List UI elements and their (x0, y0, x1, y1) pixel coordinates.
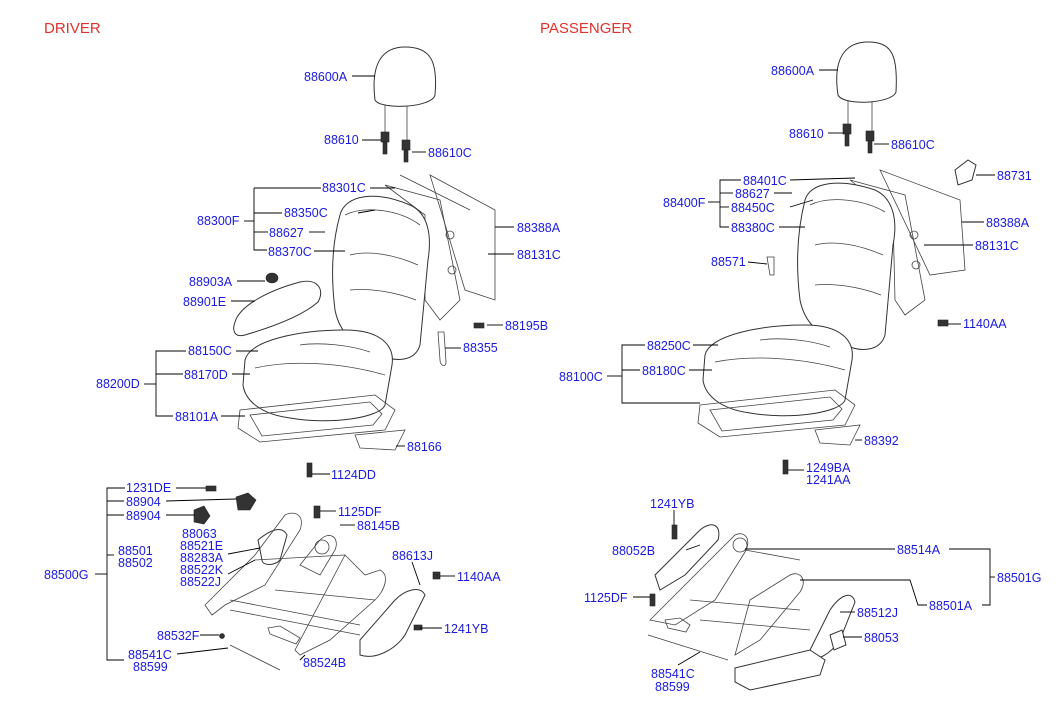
part-label: 88052B (612, 544, 655, 558)
passenger-seatback-shape (797, 182, 896, 350)
driver-seat-illustration (233, 46, 496, 478)
driver-part-labels: 88600A 88610 88610C 88301C 88300F 88350C… (44, 70, 561, 674)
part-label: 1125DF (338, 505, 382, 519)
passenger-adjuster-illustration (647, 524, 856, 691)
part-label: 88600A (304, 70, 348, 84)
driver-headrest-shape (373, 46, 437, 107)
part-label: 1231DE (126, 481, 171, 495)
passenger-cushion-shape (702, 324, 853, 417)
part-label: 88541C (128, 648, 172, 662)
part-label: 88355 (463, 341, 498, 355)
part-label: 88300F (197, 214, 240, 228)
part-label: 88401C (743, 174, 787, 188)
passenger-leader-lines (607, 69, 995, 666)
part-label: 88501 (118, 544, 153, 558)
driver-header: DRIVER (44, 20, 101, 37)
part-label: 88627 (735, 187, 770, 201)
part-label: 88150C (188, 344, 232, 358)
part-label: 88610C (428, 146, 472, 160)
part-label: 88101A (175, 410, 219, 424)
part-label: 88500G (44, 568, 88, 582)
part-label: 88283A (180, 551, 224, 565)
part-label: 88904 (126, 509, 161, 523)
part-label: 88514A (897, 543, 941, 557)
part-label: 88501G (997, 571, 1041, 585)
driver-armrest-shape (233, 280, 322, 337)
part-label: 88512J (857, 606, 898, 620)
part-label: 1125DF (584, 591, 628, 605)
driver-cushion-shape (242, 329, 393, 422)
part-label: 88170D (184, 368, 228, 382)
part-label: 1241AA (806, 473, 851, 487)
part-label: 88301C (322, 181, 366, 195)
part-label: 88731 (997, 169, 1032, 183)
part-label: 88388A (986, 216, 1030, 230)
part-label: 88370C (268, 245, 312, 259)
part-label: 88599 (133, 660, 168, 674)
part-label: 88600A (771, 64, 815, 78)
driver-leader-lines (95, 75, 514, 661)
part-label: 88131C (975, 239, 1019, 253)
part-label: 88063 (182, 527, 217, 541)
passenger-seat-illustration (697, 41, 977, 475)
part-label: 88350C (284, 206, 328, 220)
part-label: 88380C (731, 221, 775, 235)
part-label: 88100C (559, 370, 603, 384)
part-label: 88502 (118, 556, 153, 570)
part-label: 88524B (303, 656, 346, 670)
part-label: 88903A (189, 275, 233, 289)
part-label: 1140AA (963, 317, 1007, 331)
part-label: 88131C (517, 248, 561, 262)
part-label: 88053 (864, 631, 899, 645)
part-label: 88388A (517, 221, 561, 235)
part-label: 88599 (655, 680, 690, 694)
part-label: 88400F (663, 196, 706, 210)
part-label: 88180C (642, 364, 686, 378)
part-label: 1241YB (650, 497, 694, 511)
part-label: 88522K (180, 563, 224, 577)
part-label: 88610C (891, 138, 935, 152)
part-label: 88610 (324, 133, 359, 147)
passenger-part-labels: 88600A 88610 88610C 88731 88401C 88627 8… (559, 64, 1041, 694)
part-label: 88571 (711, 255, 746, 269)
passenger-header: PASSENGER (540, 20, 632, 37)
part-label: 88145B (357, 519, 400, 533)
part-label: 88541C (651, 667, 695, 681)
part-label: 1241YB (444, 622, 488, 636)
driver-seatback-shape (332, 195, 430, 360)
part-label: 1249BA (806, 461, 851, 475)
part-label: 88610 (789, 127, 824, 141)
part-label: 1124DD (331, 468, 376, 482)
part-label: 88627 (269, 226, 304, 240)
driver-adjuster-illustration (193, 485, 441, 671)
part-label: 88392 (864, 434, 899, 448)
part-label: 88901E (183, 295, 226, 309)
part-label: 88613J (392, 549, 433, 563)
part-label: 88521E (180, 539, 223, 553)
part-label: 1140AA (457, 570, 501, 584)
passenger-headrest-shape (836, 41, 897, 103)
part-label: 88195B (505, 319, 548, 333)
part-label: 88166 (407, 440, 442, 454)
part-label: 88200D (96, 377, 140, 391)
part-label: 88904 (126, 495, 161, 509)
part-label: 88522J (180, 575, 221, 589)
part-label: 88501A (929, 599, 973, 613)
part-label: 88450C (731, 201, 775, 215)
part-label: 88532F (157, 629, 200, 643)
part-label: 88250C (647, 339, 691, 353)
